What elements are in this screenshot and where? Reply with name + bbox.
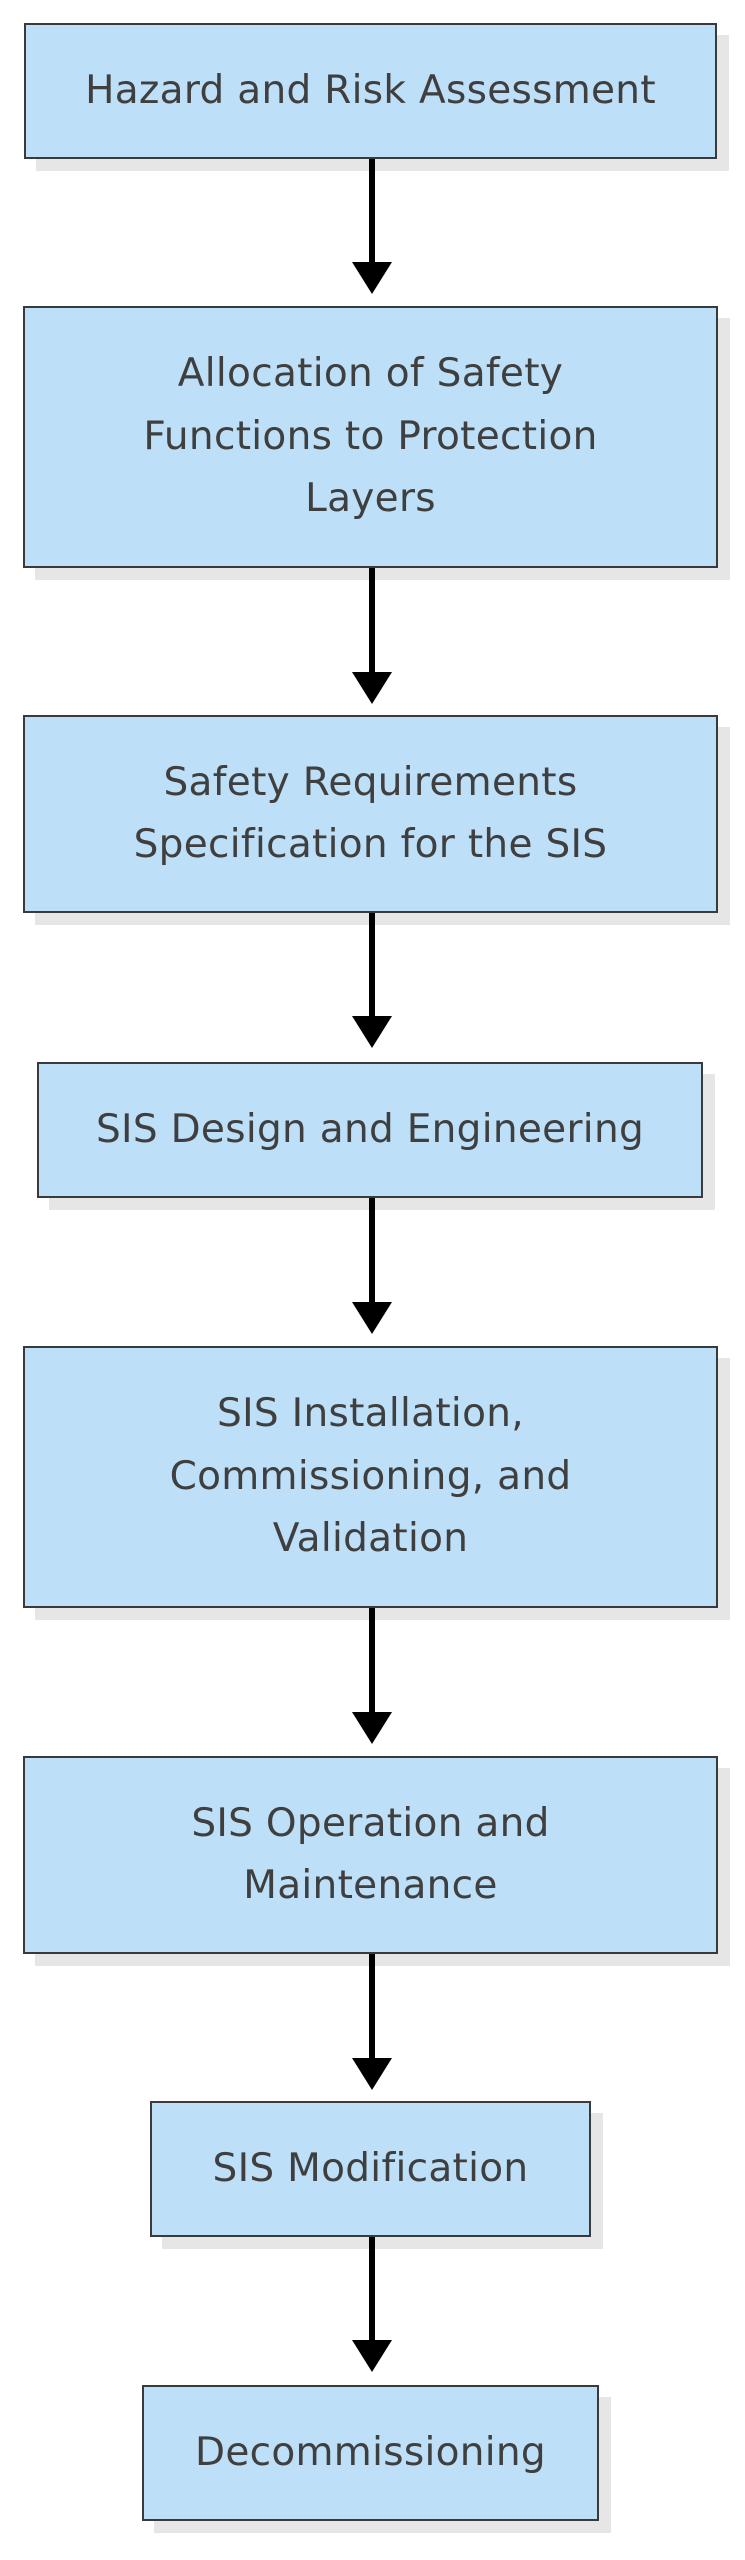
- step-label: Decommissioning: [194, 2429, 546, 2475]
- arrow-4: [352, 1198, 392, 1334]
- step-sis-modification: SIS Modification: [150, 2101, 591, 2237]
- arrow-3: [352, 913, 392, 1048]
- step-hazard-risk-assessment: Hazard and Risk Assessment: [24, 23, 717, 159]
- step-label: Hazard and Risk Assessment: [85, 67, 656, 113]
- step-safety-requirements-spec: Safety Requirements Specification for th…: [23, 715, 718, 913]
- arrow-6: [352, 1954, 392, 2090]
- step-label: SIS Installation, Commissioning, and Val…: [169, 1391, 572, 1562]
- arrow-2: [352, 568, 392, 704]
- arrow-1: [352, 159, 392, 294]
- step-label: SIS Operation and Maintenance: [191, 1800, 550, 1908]
- step-label: Allocation of Safety Functions to Protec…: [143, 351, 598, 522]
- step-label: Safety Requirements Specification for th…: [133, 759, 608, 867]
- step-decommissioning: Decommissioning: [142, 2385, 599, 2521]
- step-label: SIS Design and Engineering: [95, 1106, 645, 1152]
- step-label: SIS Modification: [212, 2145, 529, 2191]
- step-sis-design-engineering: SIS Design and Engineering: [37, 1062, 703, 1198]
- arrow-7: [352, 2237, 392, 2372]
- arrow-5: [352, 1608, 392, 1744]
- step-sis-installation-commissioning-validation: SIS Installation, Commissioning, and Val…: [23, 1346, 718, 1608]
- step-allocation-safety-functions: Allocation of Safety Functions to Protec…: [23, 306, 718, 568]
- step-sis-operation-maintenance: SIS Operation and Maintenance: [23, 1756, 718, 1954]
